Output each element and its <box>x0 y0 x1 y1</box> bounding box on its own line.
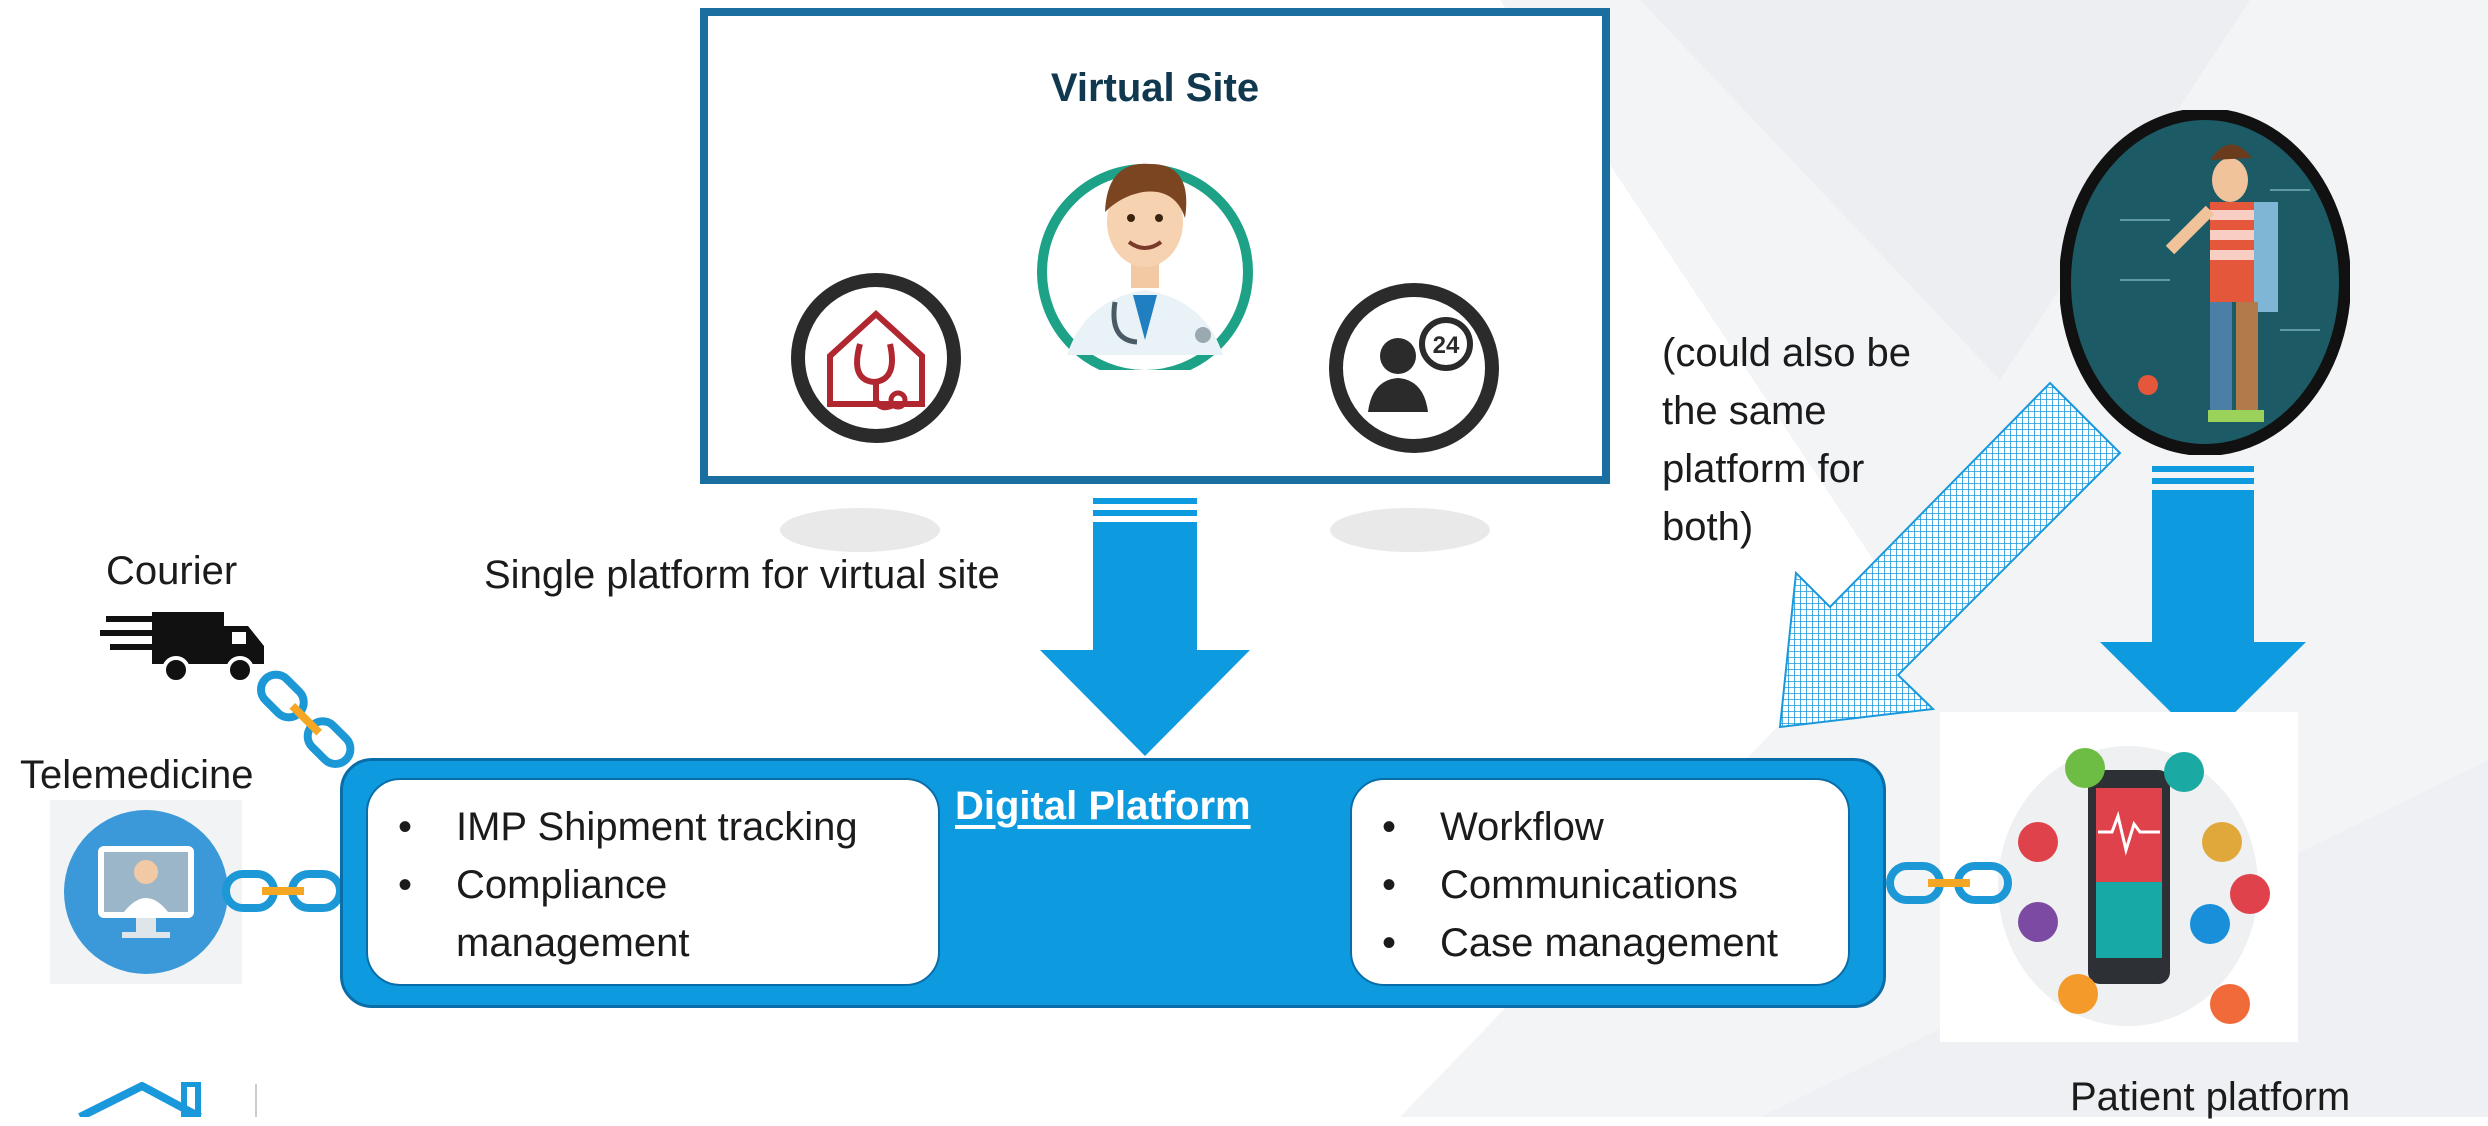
shadow-decor <box>780 508 1490 552</box>
svg-text:24: 24 <box>1433 332 1460 359</box>
list-item: •Case management <box>1382 921 1778 965</box>
single-platform-label: Single platform for virtual site <box>484 553 1000 597</box>
could-also-line-3: platform for <box>1662 447 1865 491</box>
list-item: •Workflow <box>1382 805 1604 849</box>
digital-platform-title: Digital Platform <box>955 784 1251 828</box>
house-logo-icon <box>78 1082 257 1117</box>
truck-icon <box>100 612 264 684</box>
could-also-line-2: the same <box>1662 389 1827 433</box>
courier-label: Courier <box>106 549 238 593</box>
platform-left-box: •IMP Shipment tracking •Compliance manag… <box>366 778 940 986</box>
wearable-person-icon <box>2060 110 2350 455</box>
support-24-icon: 24 <box>1329 283 1499 453</box>
list-item: •Communications <box>1382 863 1738 907</box>
doctor-icon <box>1037 163 1253 370</box>
could-also-line-4: both) <box>1662 505 1754 549</box>
chain-link-icon <box>1886 862 2012 904</box>
arrow-diagonal-hatched <box>1778 381 2122 729</box>
patient-platform-label: Patient platform <box>2070 1075 2351 1119</box>
telemedicine-label: Telemedicine <box>20 753 254 797</box>
virtual-site-title: Virtual Site <box>1050 66 1260 110</box>
arrow-down-patient <box>2100 466 2306 744</box>
platform-right-box: •Workflow •Communications •Case manageme… <box>1350 778 1850 986</box>
list-item: •IMP Shipment tracking <box>398 805 858 849</box>
list-item: •Compliance <box>398 863 668 907</box>
list-item-continuation: management <box>456 921 690 965</box>
telemedicine-doctor-icon <box>50 800 242 984</box>
arrow-down-virtual <box>1040 498 1250 756</box>
house-stethoscope-icon <box>791 273 961 443</box>
chain-link-icon <box>222 870 344 912</box>
patient-phone-icon <box>1940 712 2298 1042</box>
could-also-line-1: (could also be <box>1662 331 1912 375</box>
chain-link-icon <box>257 670 355 768</box>
